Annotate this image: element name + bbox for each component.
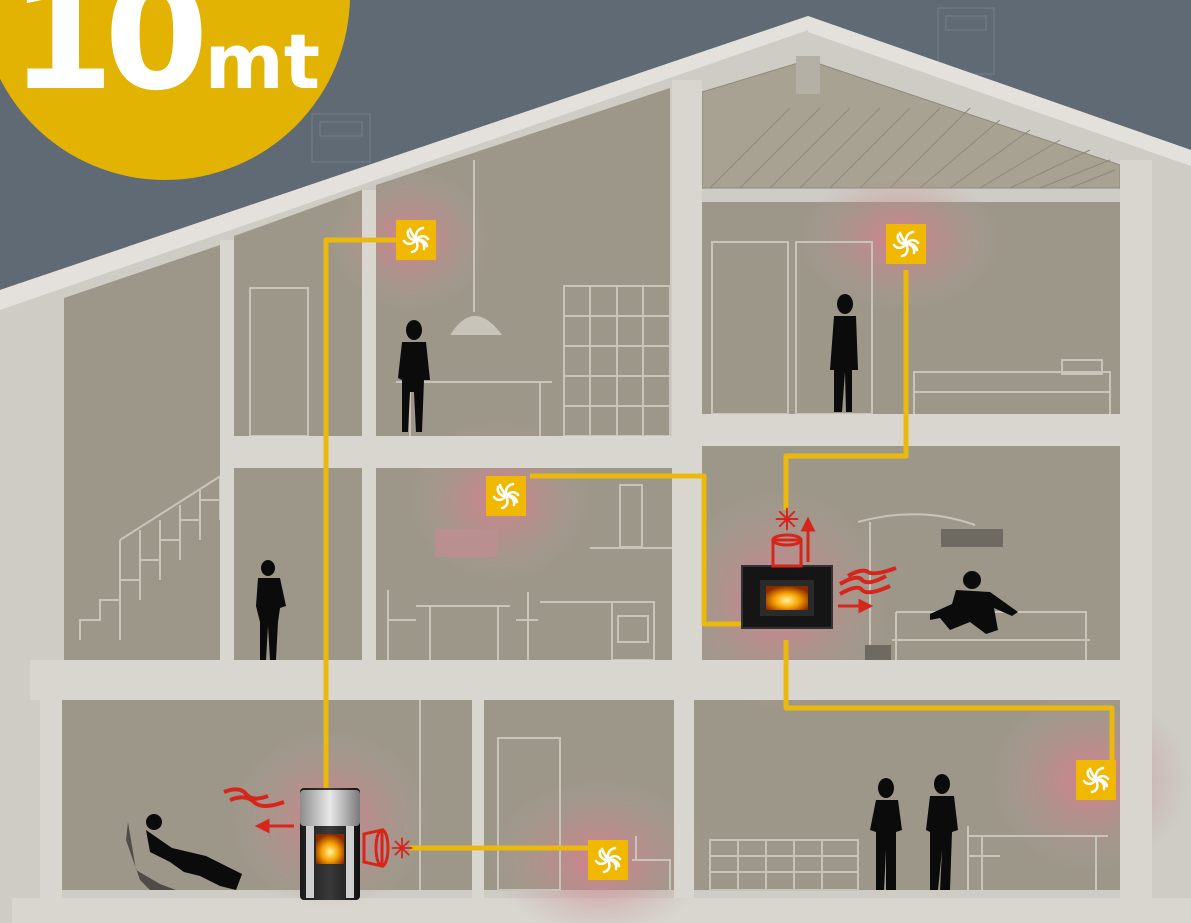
distance-label: 10mt <box>0 0 330 112</box>
vent-fan-icon <box>396 220 436 260</box>
room-stair-hall <box>64 245 220 660</box>
vent-fan-icon <box>886 224 926 264</box>
vent-fan-icon <box>777 509 798 530</box>
room-stair-lower <box>234 468 364 660</box>
vent-fan-icon <box>392 838 411 857</box>
vent-fan-icon <box>588 840 628 880</box>
vent-fan-icon <box>1076 760 1116 800</box>
distance-unit: mt <box>205 17 321 106</box>
distance-number: 10 <box>10 0 199 124</box>
vent-fan-icon <box>486 476 526 516</box>
